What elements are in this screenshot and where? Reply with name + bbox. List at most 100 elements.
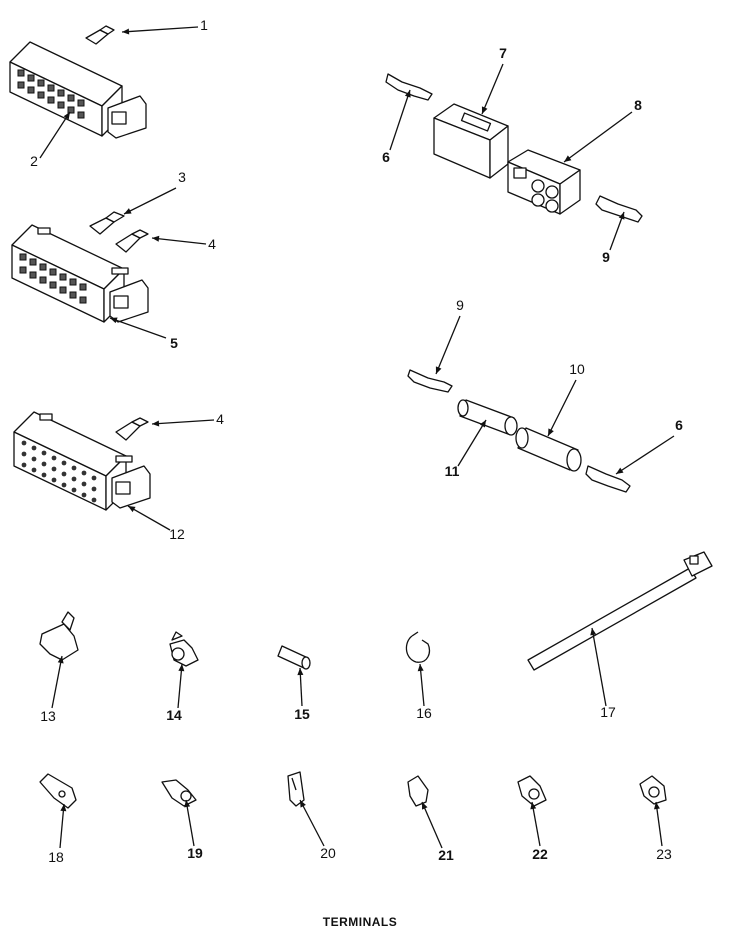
callout-c9b: 9 [456, 297, 464, 313]
leader-lines [39, 26, 675, 849]
leader-line-c5 [109, 317, 167, 339]
callout-c6b: 6 [675, 417, 683, 433]
clamp-part-22 [517, 775, 547, 807]
callout-c14: 14 [166, 707, 182, 723]
callout-c3: 3 [178, 169, 186, 185]
callout-c1: 1 [200, 17, 208, 33]
callout-c9a: 9 [602, 249, 610, 265]
callout-c22: 22 [532, 846, 548, 862]
callout-c20: 20 [320, 845, 336, 861]
arrowhead-c11 [479, 420, 486, 428]
leader-line-c17 [591, 627, 607, 707]
arrowhead-c9a [618, 212, 625, 220]
callout-c13: 13 [40, 708, 56, 724]
callout-c11: 11 [445, 463, 460, 479]
callout-c21: 21 [438, 847, 454, 863]
terminal-part-18 [39, 773, 77, 809]
arrowhead-c23 [653, 802, 660, 810]
connector-block-part-2 [9, 41, 147, 139]
arrowhead-c19 [184, 800, 191, 808]
leader-line-c8 [563, 111, 633, 163]
housing-part-8 [507, 149, 581, 215]
arrowhead-c16 [417, 664, 424, 672]
terminal-part-4-lower [115, 417, 149, 441]
callout-c18: 18 [48, 849, 64, 865]
arrowhead-c9b [435, 366, 442, 374]
callout-c10: 10 [569, 361, 585, 377]
leader-line-c16 [419, 663, 425, 707]
arrowhead-c18 [60, 804, 67, 812]
housing-part-7 [433, 103, 509, 179]
arrowhead-c22 [530, 802, 537, 810]
callout-c6a: 6 [382, 149, 390, 165]
ring-clip-part-16 [405, 631, 431, 663]
leader-line-c4b [151, 419, 215, 425]
terminal-part-4-upper [115, 229, 149, 253]
arrowhead-c21 [422, 802, 428, 810]
pin-terminal-part-9-upper [595, 195, 643, 223]
arrowhead-c12 [128, 506, 136, 513]
leader-line-c19 [185, 799, 195, 847]
sleeve-part-10 [515, 427, 582, 472]
callout-c12: 12 [169, 526, 185, 542]
callout-c15: 15 [294, 706, 310, 722]
sleeve-part-11 [457, 399, 518, 436]
leader-line-c13 [51, 655, 63, 709]
clip-part-20 [287, 771, 305, 807]
leader-line-c4a [151, 237, 207, 245]
callout-c19: 19 [187, 845, 203, 861]
arrowhead-c1 [122, 28, 130, 35]
leader-line-c6a [389, 89, 411, 151]
callout-c4a: 4 [208, 236, 216, 252]
leader-line-c12 [127, 505, 171, 531]
leader-line-c1 [121, 26, 199, 33]
pin-terminal-part-6-lower [585, 465, 631, 493]
callout-c4b: 4 [216, 411, 224, 427]
connector-block-part-5 [11, 224, 149, 323]
leader-line-c9b [435, 315, 461, 375]
leader-line-c6b [615, 435, 675, 475]
arrowhead-c6b [616, 467, 624, 474]
arrowhead-c20 [300, 800, 306, 808]
clip-part-21 [407, 775, 429, 807]
terminal-part-19 [161, 779, 197, 807]
leader-line-c23 [655, 801, 663, 847]
leader-line-c18 [59, 803, 65, 849]
clip-part-14 [169, 631, 199, 667]
callout-c2: 2 [30, 153, 38, 169]
arrowhead-c4a [152, 235, 160, 242]
arrowhead-c15 [297, 668, 304, 676]
arrowhead-c6a [404, 90, 411, 98]
leader-line-c21 [421, 801, 443, 849]
arrowhead-c3 [124, 208, 132, 214]
terminal-part-3 [89, 211, 125, 235]
connector-block-part-12 [13, 411, 151, 511]
diagram-caption: TERMINALS [323, 915, 398, 929]
clamp-part-23 [639, 775, 667, 805]
arrowhead-c10 [548, 428, 554, 436]
callout-c23: 23 [656, 846, 672, 862]
callout-c16: 16 [416, 705, 432, 721]
leader-line-c10 [547, 379, 577, 437]
arrowhead-c7 [481, 106, 488, 114]
leader-line-c14 [177, 663, 183, 709]
arrowhead-c17 [590, 628, 597, 636]
arrowhead-c14 [178, 664, 185, 672]
callout-c7: 7 [499, 45, 507, 61]
leader-line-c11 [457, 419, 487, 467]
terminal-part-1 [85, 25, 115, 45]
cable-tie-part-17 [527, 551, 713, 671]
arrowhead-c2 [63, 112, 70, 120]
leader-line-c20 [299, 799, 325, 847]
callout-c5: 5 [170, 335, 178, 351]
leader-line-c2 [39, 111, 71, 159]
callout-c17: 17 [600, 704, 616, 720]
leader-line-c22 [531, 801, 541, 847]
arrowhead-c5 [110, 317, 118, 324]
leader-line-c3 [123, 187, 177, 215]
callout-c8: 8 [634, 97, 642, 113]
pin-terminal-part-6-upper [385, 73, 433, 101]
